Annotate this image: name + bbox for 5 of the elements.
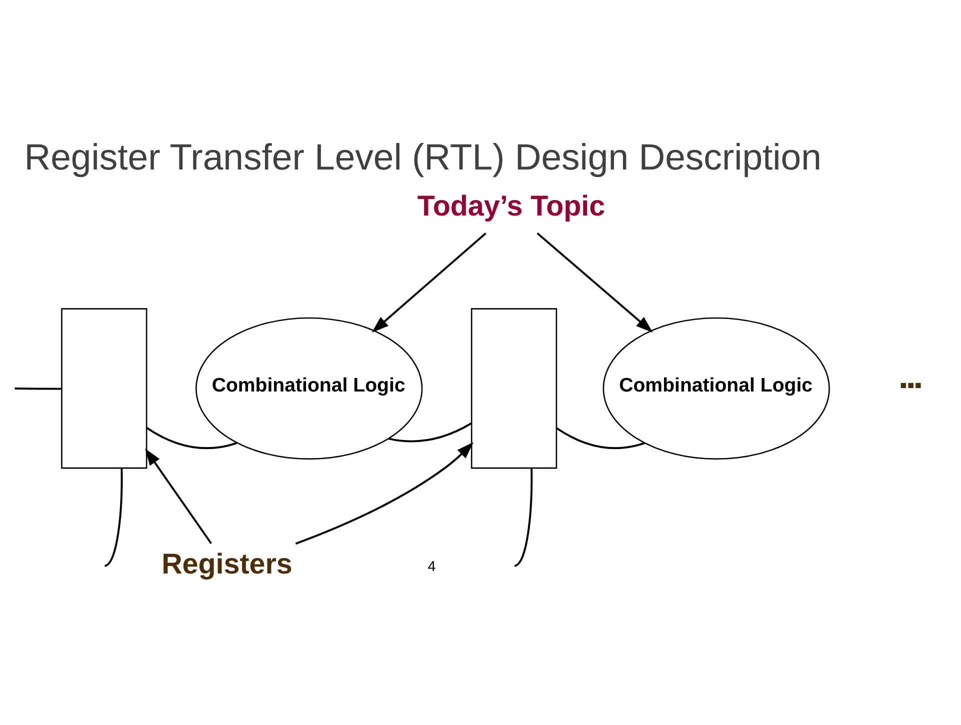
- label: ▪▪▪: [900, 374, 922, 397]
- node-text: Registers: [162, 548, 292, 580]
- diagram-title: Register Transfer Level (RTL) Design Description: [24, 136, 822, 178]
- label: 4: [428, 558, 436, 574]
- node-text: Today’s Topic: [417, 190, 606, 222]
